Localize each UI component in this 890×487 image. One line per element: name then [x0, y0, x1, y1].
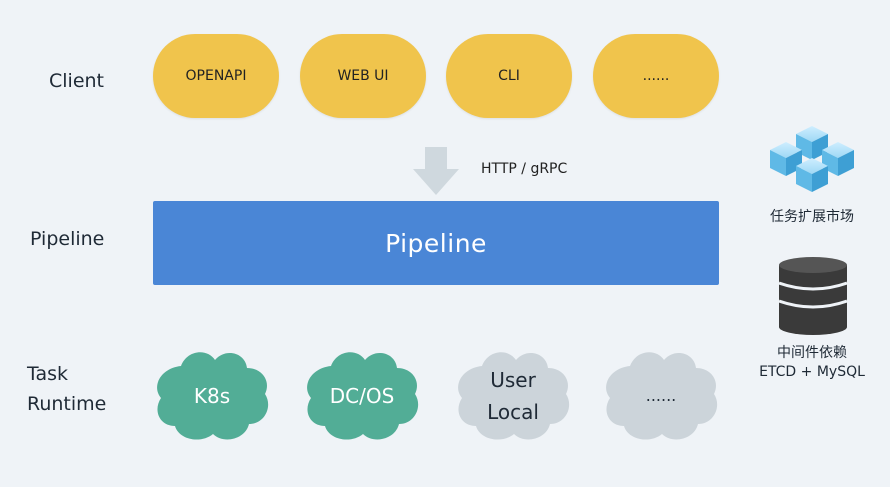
runtime-user-label: User [490, 368, 536, 392]
cloud-shape [606, 352, 718, 440]
runtime-more-label: ...... [645, 386, 677, 405]
client-openapi: OPENAPI [153, 34, 279, 118]
database-icon [779, 257, 847, 335]
pipeline-bar: Pipeline [153, 201, 719, 285]
runtime-dcos-label: DC/OS [329, 384, 395, 408]
cloud-shape [307, 352, 419, 440]
row-label-runtime: Runtime [27, 393, 107, 415]
runtime-k8s: K8s [153, 348, 271, 444]
client-cli: CLI [446, 34, 572, 118]
client-web-ui: WEB UI [300, 34, 426, 118]
runtime-local-label: Local [487, 400, 539, 424]
cloud-shape [157, 352, 269, 440]
protocol-label: HTTP / gRPC [481, 161, 568, 177]
client-more: ...... [593, 34, 719, 118]
row-label-client: Client [49, 70, 105, 92]
runtime-user-local: User Local [454, 348, 572, 444]
middleware-detail: ETCD + MySQL [759, 364, 865, 380]
row-label-task: Task [27, 363, 69, 385]
cloud-shape [458, 352, 570, 440]
cube [796, 158, 828, 192]
runtime-k8s-label: K8s [193, 384, 231, 408]
down-arrow-icon [413, 147, 459, 195]
middleware-title: 中间件依赖 [777, 345, 847, 361]
runtime-dcos: DC/OS [303, 348, 421, 444]
cubes-icon [770, 126, 854, 192]
row-label-pipeline: Pipeline [30, 228, 105, 250]
runtime-more: ...... [602, 348, 720, 444]
row-label-task-runtime: Task Runtime [27, 359, 106, 419]
marketplace-label: 任务扩展市场 [770, 209, 854, 225]
